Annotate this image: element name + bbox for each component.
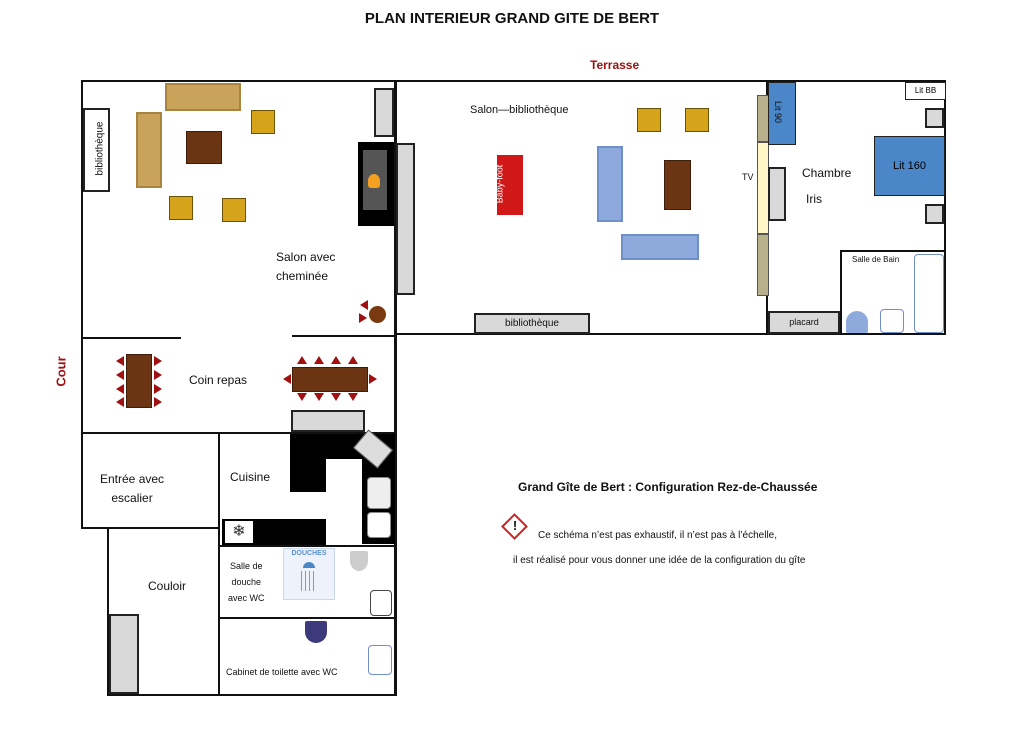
armchair	[685, 108, 709, 132]
baby-bed: Lit BB	[905, 82, 946, 100]
bookshelf-left	[83, 108, 110, 192]
coffee-table	[664, 160, 691, 210]
sink-icon	[368, 645, 392, 675]
iris-label: Iris	[806, 192, 822, 206]
sofa	[621, 234, 699, 260]
chair-icon	[359, 313, 367, 323]
armchair	[637, 108, 661, 132]
sofa	[165, 83, 241, 111]
page-title: PLAN INTERIEUR GRAND GITE DE BERT	[364, 10, 660, 27]
entree-label: Entrée avec escalier	[100, 472, 165, 505]
bathtub-icon	[914, 254, 944, 333]
bibliotheque-bottom-label: bibliothèque	[505, 318, 559, 329]
sink-icon	[370, 590, 392, 616]
freezer-icon: ❄	[225, 521, 253, 543]
kitchen-sink-icon	[367, 477, 391, 509]
toilet-icon	[305, 621, 327, 643]
legend-line-1: Ce schéma n’est pas exhaustif, il n’est …	[538, 530, 778, 541]
salon-bibliotheque-label: Salon—bibliothèque	[470, 104, 569, 116]
kitchen-counter	[290, 434, 326, 492]
couloir-label: Couloir	[148, 579, 187, 593]
salle-de-bain-label: Salle de Bain	[852, 255, 900, 264]
placard-label: placard	[789, 317, 819, 327]
dresser	[768, 167, 786, 221]
legend-heading: Grand Gîte de Bert : Configuration Rez-d…	[518, 480, 818, 494]
coin-repas-label: Coin repas	[189, 373, 248, 387]
cuisine-label: Cuisine	[230, 470, 271, 484]
cabinet-label: Cabinet de toilette avec WC	[226, 667, 338, 677]
armchair	[251, 110, 275, 134]
cabinet	[396, 143, 415, 295]
armchair	[222, 198, 246, 222]
terrasse-label: Terrasse	[590, 58, 640, 72]
chambre-label: Chambre	[802, 166, 852, 180]
toilet-icon	[846, 311, 868, 333]
cabinet	[291, 410, 365, 432]
cabinet	[374, 88, 394, 137]
toilet-icon	[350, 551, 368, 571]
fireplace-icon	[358, 142, 394, 226]
baby-foot-table: Baby-foot	[494, 155, 523, 215]
bibliotheque-left-label: bibliothèque	[94, 121, 106, 176]
salon-cheminee-label: Salon avec cheminée	[276, 250, 336, 283]
dining-table	[292, 367, 368, 392]
armchair	[169, 196, 193, 220]
legend-line-2: il est réalisé pour vous donner une idée…	[513, 555, 806, 566]
bed-90: Lit 90	[768, 82, 796, 145]
coffee-table	[186, 131, 222, 164]
nightstand	[925, 204, 944, 224]
shower-icon: DOUCHES	[283, 548, 335, 600]
dining-table	[126, 354, 152, 408]
chair-icon	[360, 300, 368, 310]
tv-label: TV	[742, 172, 754, 182]
sofa	[136, 112, 162, 188]
bookshelf-bottom	[474, 313, 590, 334]
sofa	[597, 146, 623, 222]
salle-douche-label: Salle de douche avec WC	[228, 561, 265, 603]
bed-160: Lit 160	[874, 136, 945, 196]
side-table	[369, 306, 386, 323]
cour-label: Cour	[53, 356, 69, 387]
dishwasher-icon	[367, 512, 391, 538]
sink-icon	[880, 309, 904, 333]
closet	[768, 311, 840, 334]
nightstand	[925, 108, 944, 128]
cabinet	[109, 614, 139, 694]
wardrobe	[757, 234, 769, 296]
